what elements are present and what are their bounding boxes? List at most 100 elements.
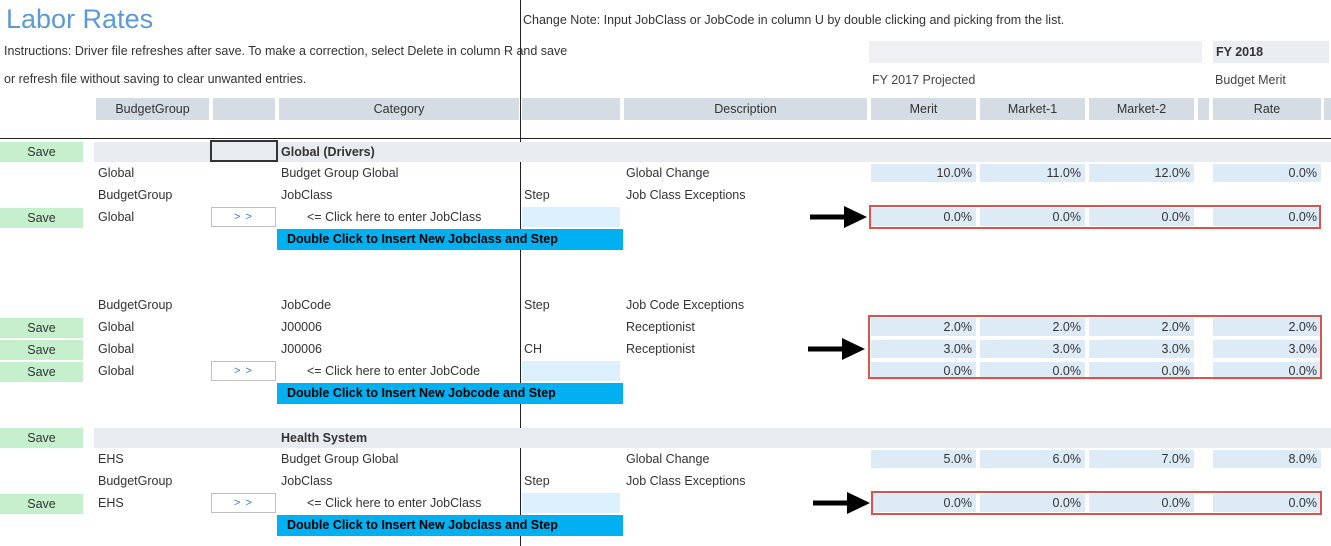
pointer-arrow-icon: [810, 206, 867, 228]
label-jobcode: JobCode: [281, 298, 332, 312]
category-cell[interactable]: Budget Group Global: [281, 452, 399, 466]
market-2-value[interactable]: 0.0%: [1089, 208, 1194, 226]
market-1-value[interactable]: 3.0%: [980, 340, 1085, 358]
budgetgroup-cell[interactable]: EHS: [98, 452, 124, 466]
page-title: Labor Rates: [6, 4, 154, 34]
col-header-blank: [213, 98, 275, 120]
label-jobclass: JobClass: [281, 188, 333, 202]
save-button[interactable]: Save: [0, 208, 83, 228]
merit-value[interactable]: 10.0%: [871, 164, 976, 182]
save-button[interactable]: Save: [0, 494, 83, 514]
market-2-value[interactable]: 0.0%: [1089, 362, 1194, 380]
description-cell[interactable]: Global Change: [626, 452, 710, 466]
rate-value[interactable]: 2.0%: [1213, 318, 1321, 336]
header-band: [869, 41, 1202, 63]
market-2-value[interactable]: 2.0%: [1089, 318, 1194, 336]
rate-value[interactable]: 0.0%: [1213, 362, 1321, 380]
step-input[interactable]: [522, 361, 620, 381]
description-cell[interactable]: Receptionist: [626, 342, 695, 356]
highlight-box: [869, 205, 1321, 229]
label-budgetgroup: BudgetGroup: [98, 298, 173, 312]
change-note: Change Note: Input JobClass or JobCode i…: [523, 13, 1065, 27]
merit-value[interactable]: 5.0%: [871, 450, 976, 468]
save-button[interactable]: Save: [0, 362, 83, 382]
rate-value[interactable]: 0.0%: [1213, 494, 1321, 512]
label-step: Step: [524, 298, 550, 312]
click-to-enter-jobclass[interactable]: <= Click here to enter JobClass: [307, 496, 482, 510]
fy-2018-header: FY 2018: [1213, 41, 1329, 63]
pointer-arrow-icon: [813, 492, 870, 514]
section-band: [94, 428, 278, 448]
insert-jobclass-button[interactable]: Double Click to Insert New Jobclass and …: [277, 229, 623, 250]
budget-merit-label: Budget Merit: [1215, 73, 1286, 87]
budgetgroup-cell[interactable]: Global: [98, 166, 135, 180]
col-header-category[interactable]: Category: [279, 98, 519, 120]
col-header-rate[interactable]: Rate: [1213, 98, 1321, 120]
insert-jobcode-button[interactable]: Double Click to Insert New Jobcode and S…: [277, 383, 623, 404]
save-button[interactable]: Save: [0, 142, 83, 162]
pointer-arrow-icon: [808, 338, 865, 360]
col-header-budgetgroup[interactable]: BudgetGroup: [96, 98, 209, 120]
label-step: Step: [524, 188, 550, 202]
rate-value[interactable]: 3.0%: [1213, 340, 1321, 358]
budgetgroup-cell[interactable]: Global: [98, 342, 135, 356]
market-1-value[interactable]: 11.0%: [980, 164, 1085, 182]
merit-value[interactable]: 0.0%: [871, 494, 976, 512]
jobcode-cell[interactable]: J00006: [281, 342, 323, 356]
market-1-value[interactable]: 6.0%: [980, 450, 1085, 468]
jobcode-cell[interactable]: J00006: [281, 320, 323, 334]
col-header-step-blank: [522, 98, 620, 120]
market-1-value[interactable]: 0.0%: [980, 362, 1085, 380]
section-title-health-system: Health System: [278, 428, 1331, 448]
selected-cell[interactable]: [210, 140, 278, 162]
fy-2017-projected-label: FY 2017 Projected: [872, 73, 976, 87]
budgetgroup-cell[interactable]: Global: [98, 210, 135, 224]
step-input[interactable]: [522, 493, 620, 513]
label-job-class-exceptions: Job Class Exceptions: [626, 474, 746, 488]
instructions-line-1: Instructions: Driver file refreshes afte…: [4, 44, 568, 58]
jobclass-picker-button[interactable]: > >: [211, 207, 276, 227]
market-1-value[interactable]: 0.0%: [980, 494, 1085, 512]
budgetgroup-cell[interactable]: EHS: [98, 496, 124, 510]
market-1-value[interactable]: 2.0%: [980, 318, 1085, 336]
save-button[interactable]: Save: [0, 318, 83, 338]
col-header-description[interactable]: Description: [624, 98, 867, 120]
step-cell[interactable]: CH: [524, 342, 543, 356]
rate-value[interactable]: 0.0%: [1213, 208, 1321, 226]
merit-value[interactable]: 2.0%: [871, 318, 976, 336]
market-2-value[interactable]: 7.0%: [1089, 450, 1194, 468]
jobclass-picker-button[interactable]: > >: [211, 493, 276, 513]
col-header-market-1[interactable]: Market-1: [980, 98, 1085, 120]
jobcode-picker-button[interactable]: > >: [211, 361, 276, 381]
merit-value[interactable]: 0.0%: [871, 208, 976, 226]
market-2-value[interactable]: 12.0%: [1089, 164, 1194, 182]
col-header-market-2[interactable]: Market-2: [1089, 98, 1194, 120]
merit-value[interactable]: 3.0%: [871, 340, 976, 358]
insert-jobclass-button[interactable]: Double Click to Insert New Jobclass and …: [277, 515, 623, 536]
highlight-box: [868, 315, 1322, 379]
click-to-enter-jobcode[interactable]: <= Click here to enter JobCode: [307, 364, 481, 378]
step-cell[interactable]: [522, 317, 524, 337]
col-header-merit[interactable]: Merit: [871, 98, 976, 120]
click-to-enter-jobclass[interactable]: <= Click here to enter JobClass: [307, 210, 482, 224]
category-cell[interactable]: Budget Group Global: [281, 166, 399, 180]
merit-value[interactable]: 0.0%: [871, 362, 976, 380]
rate-value[interactable]: 0.0%: [1213, 164, 1321, 182]
label-job-class-exceptions: Job Class Exceptions: [626, 188, 746, 202]
description-cell[interactable]: Global Change: [626, 166, 710, 180]
label-jobclass: JobClass: [281, 474, 333, 488]
highlight-box: [871, 491, 1322, 515]
save-button[interactable]: Save: [0, 428, 83, 448]
rate-value[interactable]: 8.0%: [1213, 450, 1321, 468]
section-title-global: Global (Drivers): [278, 142, 1331, 162]
market-1-value[interactable]: 0.0%: [980, 208, 1085, 226]
budgetgroup-cell[interactable]: Global: [98, 320, 135, 334]
description-cell[interactable]: Receptionist: [626, 320, 695, 334]
label-budgetgroup: BudgetGroup: [98, 474, 173, 488]
save-button[interactable]: Save: [0, 340, 83, 360]
market-2-value[interactable]: 3.0%: [1089, 340, 1194, 358]
step-input[interactable]: [522, 207, 620, 227]
label-budgetgroup: BudgetGroup: [98, 188, 173, 202]
budgetgroup-cell[interactable]: Global: [98, 364, 135, 378]
market-2-value[interactable]: 0.0%: [1089, 494, 1194, 512]
